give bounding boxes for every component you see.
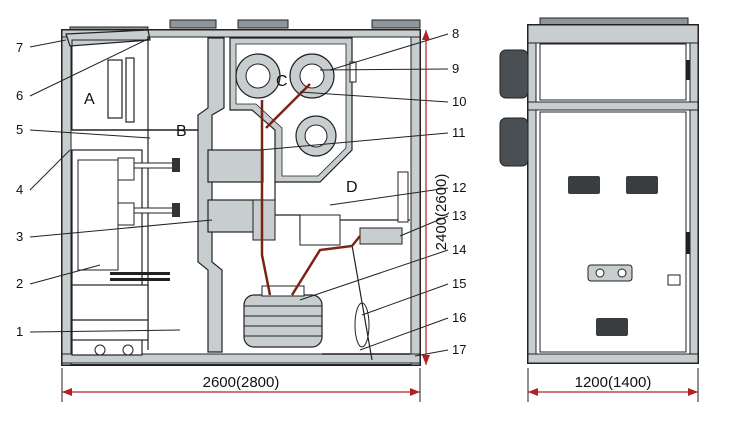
callout-7: 7 — [16, 40, 23, 55]
lv-instrument — [107, 59, 123, 119]
front-view — [499, 17, 699, 364]
callout-5: 5 — [16, 122, 23, 137]
breaker-body — [77, 159, 119, 271]
lower-contact — [172, 203, 180, 217]
pressure-relief-flap — [65, 29, 151, 47]
truck-wheel-2 — [122, 344, 134, 356]
callout-12: 12 — [452, 180, 466, 195]
busbar-bushing-3-core — [304, 124, 328, 148]
voltage-transformer — [243, 294, 323, 348]
operating-hole-1 — [595, 268, 605, 278]
callout-4: 4 — [16, 182, 23, 197]
callout-16: 16 — [452, 310, 466, 325]
main-door — [539, 111, 687, 353]
vt-base — [261, 285, 305, 297]
earthing-bars-2 — [110, 278, 170, 281]
lower-arm-rod — [133, 207, 177, 214]
right-wall — [410, 29, 421, 366]
callout-9: 9 — [452, 61, 459, 76]
zone-label-d: D — [346, 179, 358, 196]
callout-17: 17 — [452, 342, 466, 357]
roof-vent-3 — [371, 19, 421, 29]
earthing-switch — [397, 171, 409, 223]
cable-conductor-4 — [290, 235, 361, 296]
callout-15: 15 — [452, 276, 466, 291]
busbar-window — [349, 61, 357, 83]
front-base — [527, 353, 699, 364]
front-mid-band — [527, 101, 699, 111]
lower-window — [596, 318, 628, 336]
lower-arm — [117, 202, 135, 226]
lv-instrument-bar — [125, 57, 135, 123]
surge-arrester — [359, 227, 403, 245]
lv-door — [539, 43, 687, 101]
cable-rod — [351, 244, 373, 361]
cable-conductor-1 — [260, 160, 272, 296]
busbar-partition — [197, 37, 225, 353]
operating-hole-2 — [617, 268, 627, 278]
side-bushing-upper — [499, 49, 529, 99]
zone-label-a: A — [84, 91, 95, 108]
zone-label-c: C — [276, 73, 288, 90]
busbar-bushing-2-core — [299, 63, 325, 89]
busbar-bushing-1-core — [245, 63, 271, 89]
cable-conductor-3 — [265, 83, 311, 129]
callout-8: 8 — [452, 26, 459, 41]
door-hinge-upper — [686, 60, 690, 80]
earthing-bars — [110, 272, 170, 275]
callout-2: 2 — [16, 276, 23, 291]
cable-clamp — [354, 302, 370, 348]
front-width-label: 1200(1400) — [575, 374, 652, 391]
upper-contact — [172, 158, 180, 172]
front-roof-vent — [539, 17, 689, 26]
callout-6: 6 — [16, 88, 23, 103]
callout-3: 3 — [16, 229, 23, 244]
side-width-dimension — [61, 368, 421, 402]
upper-arm — [117, 157, 135, 181]
roof-vent-2 — [237, 19, 289, 29]
upper-contact-box — [207, 149, 264, 183]
upper-arm-rod — [133, 162, 177, 169]
base-plate — [61, 353, 421, 364]
top-plate — [61, 29, 421, 38]
ct-mount — [299, 214, 341, 246]
front-top-band — [527, 24, 699, 44]
callout-14: 14 — [452, 242, 466, 257]
side-bushing-lower — [499, 117, 529, 167]
truck-wheel-1 — [94, 344, 106, 356]
side-view — [61, 19, 421, 366]
current-transformer — [252, 199, 276, 241]
height-dimension-label: 2400(2600) — [433, 174, 450, 251]
callout-1: 1 — [16, 324, 23, 339]
callout-13: 13 — [452, 208, 466, 223]
callout-10: 10 — [452, 94, 466, 109]
front-right-post — [689, 24, 699, 364]
callout-11: 11 — [452, 125, 466, 140]
front-left-post — [527, 24, 537, 364]
front-width-dimension — [527, 368, 699, 402]
roof-vent-1 — [169, 19, 217, 29]
door-hinge-lower — [686, 232, 690, 254]
side-width-label: 2600(2800) — [203, 374, 280, 391]
zone-label-b: B — [176, 123, 187, 140]
left-callout-leaders — [29, 37, 213, 333]
viewing-window-right — [626, 176, 658, 194]
door-lock — [667, 274, 681, 286]
height-dimension — [422, 30, 430, 365]
viewing-window-left — [568, 176, 600, 194]
